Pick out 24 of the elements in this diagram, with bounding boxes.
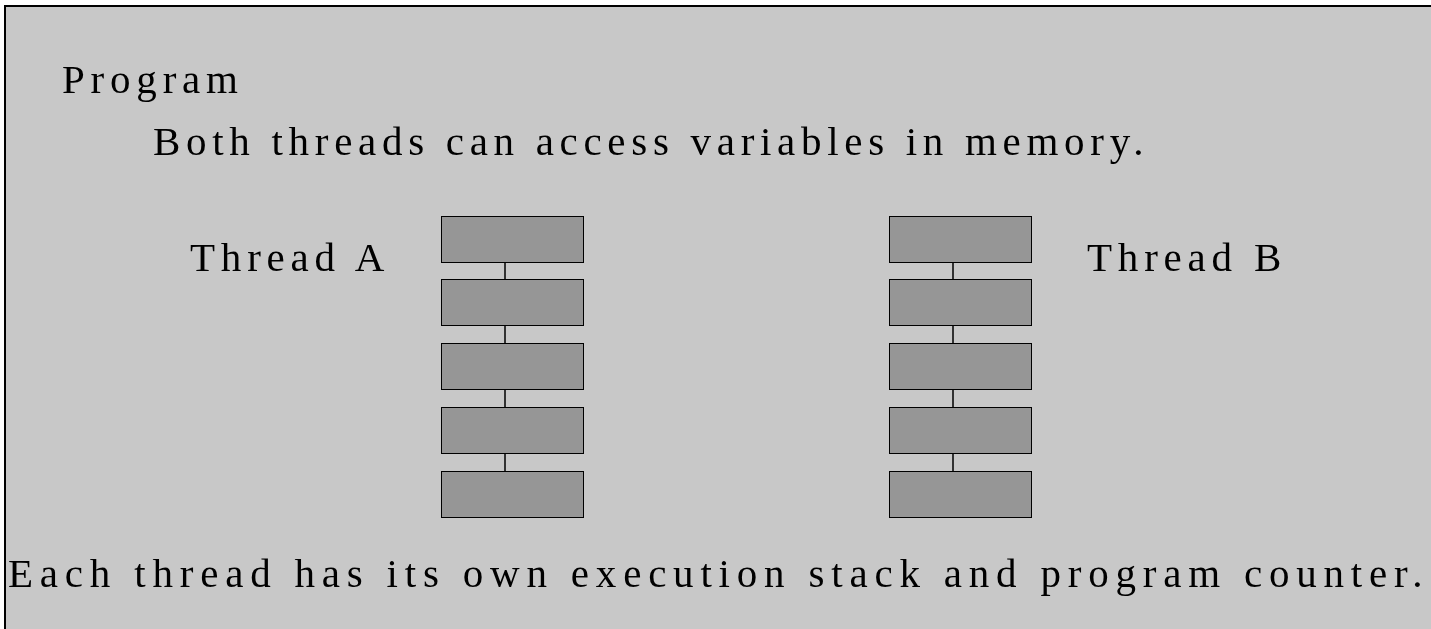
connector-line [952, 262, 954, 280]
description-text: Each thread has its own execution stack and program counter. [8, 553, 1430, 594]
stack-frame-box [441, 279, 584, 326]
connector-line [504, 453, 506, 472]
connector-line [504, 389, 506, 408]
connector-line [952, 453, 954, 472]
stack-frame-box [441, 471, 584, 518]
stack-frame-box [889, 407, 1032, 454]
stack-frame-box [441, 343, 584, 390]
thread-label: Thread A [190, 237, 391, 278]
connector-line [952, 389, 954, 408]
stack-frame-box [889, 279, 1032, 326]
program-container [4, 5, 1431, 629]
stack-frame-box [889, 471, 1032, 518]
stack-frame-box [889, 216, 1032, 263]
connector-line [504, 325, 506, 344]
connector-line [952, 325, 954, 344]
program-label: Program [62, 59, 244, 100]
stack-frame-box [889, 343, 1032, 390]
connector-line [504, 262, 506, 280]
stack-frame-box [441, 216, 584, 263]
description-text: Both threads can access variables in memory. [153, 121, 1150, 162]
stack-frame-box [441, 407, 584, 454]
thread-label: Thread B [1087, 237, 1288, 278]
